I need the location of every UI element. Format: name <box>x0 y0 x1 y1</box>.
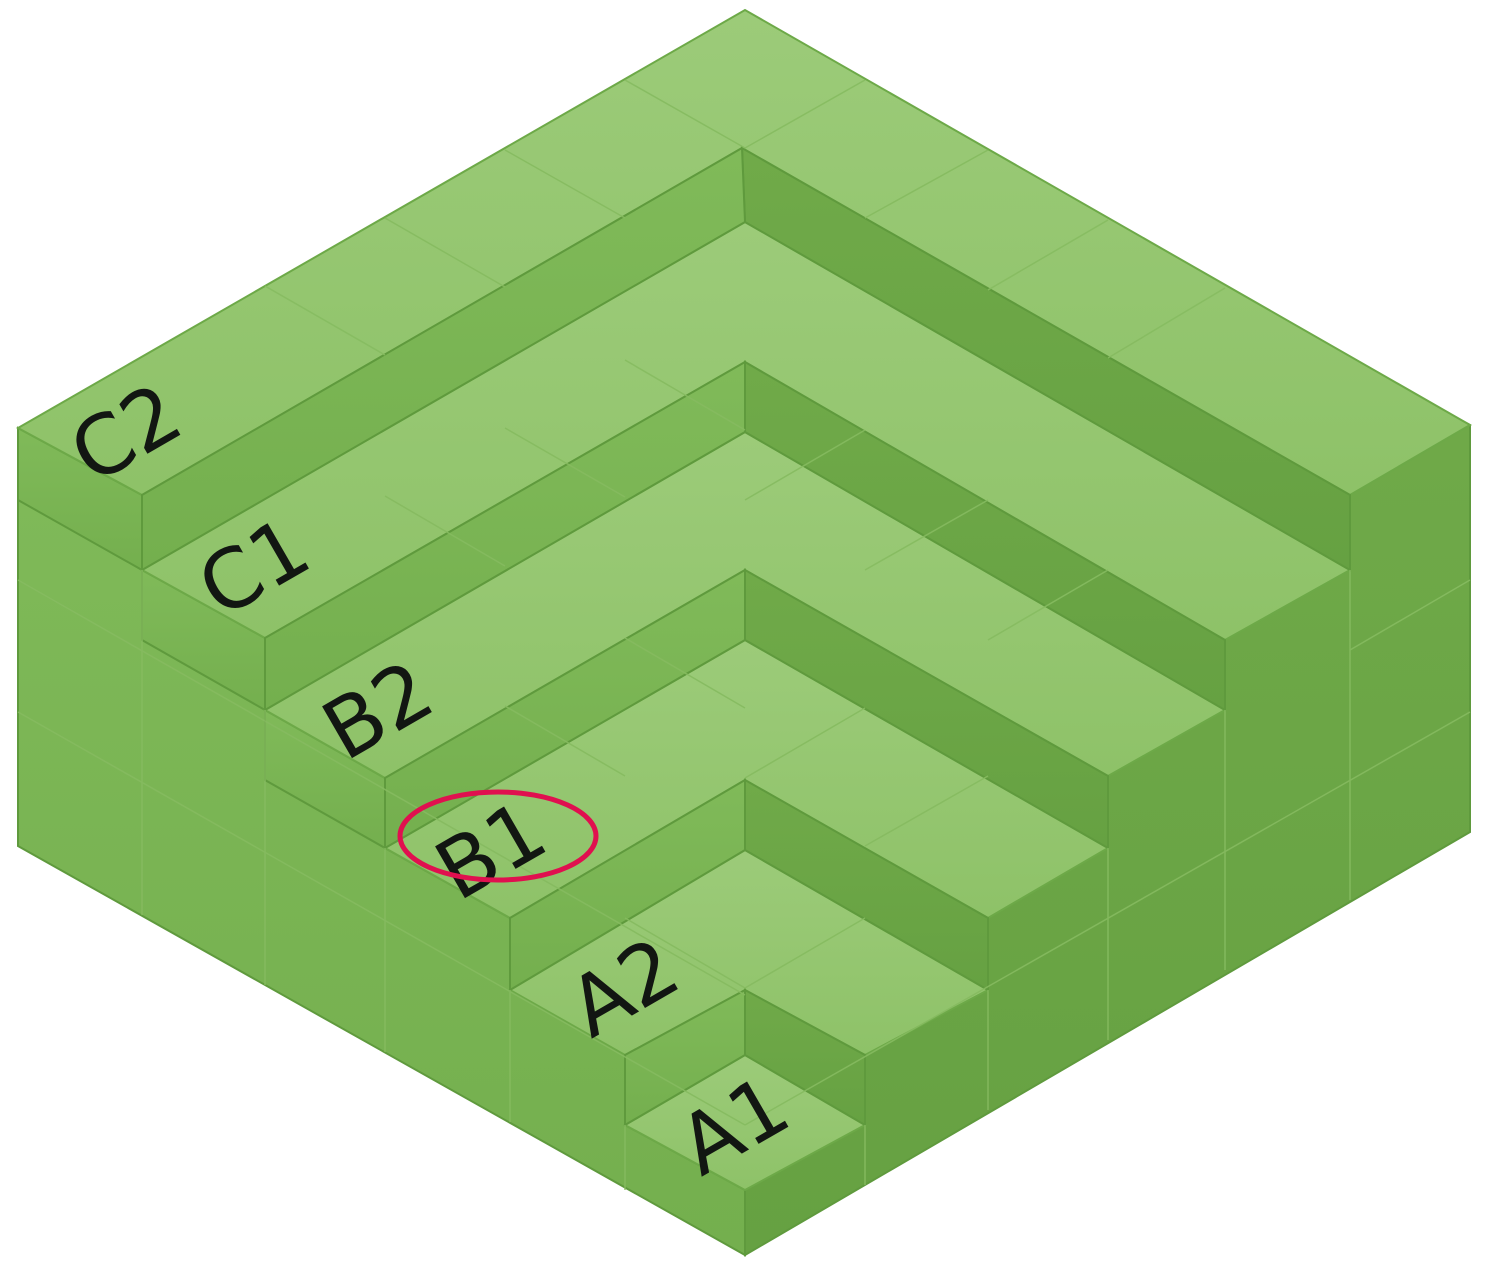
inner-left-a2 <box>509 778 746 992</box>
inner-left-c1 <box>141 146 747 572</box>
cube-grid-lines <box>17 79 1471 1190</box>
inner-left-b2 <box>264 360 746 712</box>
inner-left-a1 <box>624 988 746 1127</box>
b1-highlight-ring <box>397 789 599 883</box>
inner-left-b1 <box>384 568 746 850</box>
